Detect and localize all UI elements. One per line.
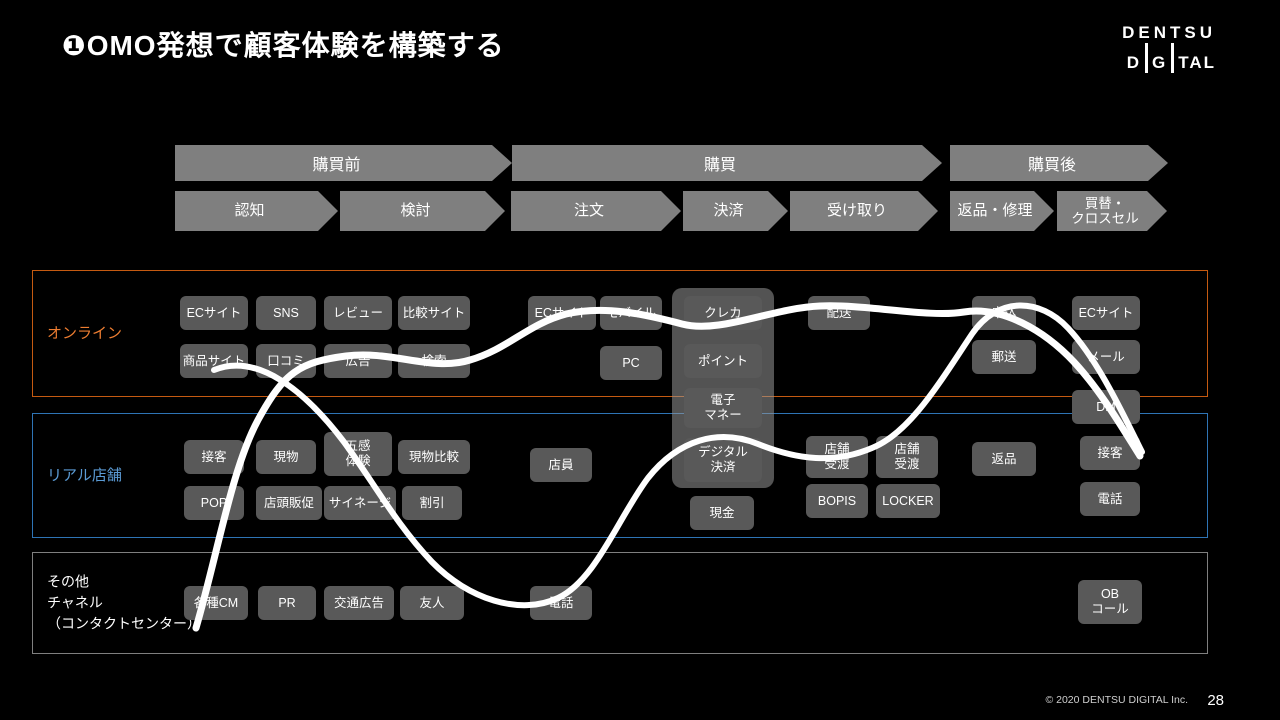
touchpoint-discount: 割引 xyxy=(402,486,462,520)
logo-letter-d: D xyxy=(1126,53,1141,72)
touchpoint-actual-item: 現物 xyxy=(256,440,316,474)
subphase-receive: 受け取り xyxy=(790,191,938,231)
touchpoint-search: 検索 xyxy=(398,344,470,378)
touchpoint-friends: 友人 xyxy=(400,586,464,620)
touchpoint-store-pickup-2: 店舗 受渡 xyxy=(876,436,938,478)
touchpoint-ec-site-3: ECサイト xyxy=(1072,296,1140,330)
touchpoint-tv-cm: 各種CM xyxy=(184,586,248,620)
touchpoint-ec-site: ECサイト xyxy=(180,296,248,330)
touchpoint-ads: 広告 xyxy=(324,344,392,378)
touchpoint-outbound-call: OB コール xyxy=(1078,580,1142,624)
touchpoint-word-of-mouth: 口コミ xyxy=(256,344,316,378)
touchpoint-instore-promo: 店頭販促 xyxy=(256,486,322,520)
subphase-order: 注文 xyxy=(511,191,681,231)
touchpoint-comparison-site: 比較サイト xyxy=(398,296,470,330)
page-number: 28 xyxy=(1207,692,1224,709)
subphase-return-repair: 返品・修理 xyxy=(950,191,1054,231)
subphase-payment: 決済 xyxy=(683,191,788,231)
copyright-text: © 2020 DENTSU DIGITAL Inc. xyxy=(1045,694,1188,706)
touchpoint-digital-payment: デジタル 決済 xyxy=(684,438,762,482)
subphase-awareness: 認知 xyxy=(175,191,338,231)
touchpoint-locker: LOCKER xyxy=(876,484,940,518)
touchpoint-staff: 店員 xyxy=(530,448,592,482)
subphase-consideration: 検討 xyxy=(340,191,505,231)
touchpoint-email: メール xyxy=(1072,340,1140,374)
other-channel-band-label: その他 チャネル （コンタクトセンター） xyxy=(47,573,201,632)
touchpoint-ec-site-2: ECサイト xyxy=(528,296,596,330)
phase-pre-purchase: 購買前 xyxy=(175,145,512,181)
touchpoint-product-site: 商品サイト xyxy=(180,344,248,378)
touchpoint-credit-card: クレカ xyxy=(684,296,762,330)
touchpoint-pr: PR xyxy=(258,586,316,620)
touchpoint-dm: DM xyxy=(1072,390,1140,424)
logo-bar-icon xyxy=(1171,43,1175,73)
online-band-label: オンライン xyxy=(47,324,123,342)
real-store-band-label: リアル店舗 xyxy=(47,466,122,484)
touchpoint-mobile: モバイル xyxy=(600,296,662,330)
touchpoint-customer-service-2: 接客 xyxy=(1080,436,1140,470)
touchpoint-cash: 現金 xyxy=(690,496,754,530)
touchpoint-store-pickup-1: 店舗 受渡 xyxy=(806,436,868,478)
phase-post-purchase: 購買後 xyxy=(950,145,1168,181)
logo-bar-icon xyxy=(1144,43,1148,73)
touchpoint-item-comparison: 現物比較 xyxy=(398,440,470,474)
page-title: ❶OMO発想で顧客体験を構築する xyxy=(62,30,505,61)
touchpoint-sns: SNS xyxy=(256,296,316,330)
touchpoint-apply: 申込 xyxy=(972,296,1036,330)
touchpoint-signage: サイネージ xyxy=(324,486,396,520)
touchpoint-delivery: 配送 xyxy=(808,296,870,330)
touchpoint-pc: PC xyxy=(600,346,662,380)
touchpoint-points: ポイント xyxy=(684,344,762,378)
touchpoint-review: レビュー xyxy=(324,296,392,330)
touchpoint-transit-ads: 交通広告 xyxy=(324,586,394,620)
logo-line1: DENTSU xyxy=(1122,23,1216,42)
subphase-repurchase-crosssell: 買替・ クロスセル xyxy=(1057,191,1167,231)
logo-letters-tal: TAL xyxy=(1178,53,1216,72)
touchpoint-returns: 返品 xyxy=(972,442,1036,476)
touchpoint-phone-2: 電話 xyxy=(530,586,592,620)
touchpoint-five-senses: 五感 体験 xyxy=(324,432,392,476)
touchpoint-bopis: BOPIS xyxy=(806,484,868,518)
touchpoint-customer-service: 接客 xyxy=(184,440,244,474)
touchpoint-e-money: 電子 マネー xyxy=(684,388,762,428)
touchpoint-postal: 郵送 xyxy=(972,340,1036,374)
logo-letter-g: G xyxy=(1151,53,1168,72)
phase-purchase: 購買 xyxy=(512,145,942,181)
touchpoint-phone: 電話 xyxy=(1080,482,1140,516)
touchpoint-pop: POP xyxy=(184,486,244,520)
